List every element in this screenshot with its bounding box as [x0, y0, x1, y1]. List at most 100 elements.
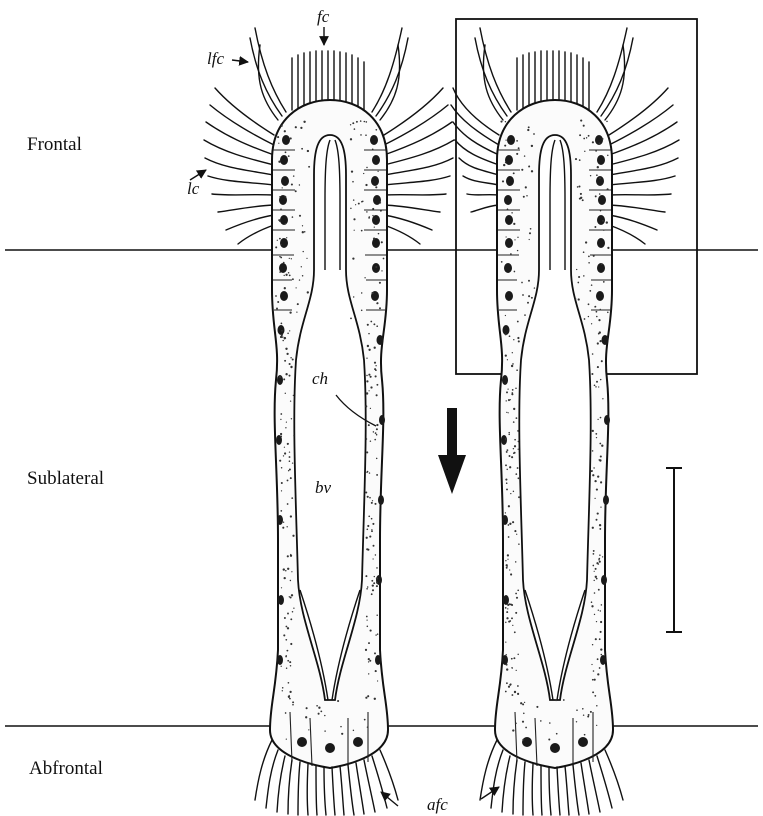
stipple-dot [506, 449, 508, 451]
stipple-dot [530, 228, 532, 230]
stipple-dot [601, 360, 603, 362]
stipple-dot [578, 185, 580, 187]
stipple-dot [599, 524, 601, 526]
stipple-dot [586, 137, 587, 138]
stipple-dot [286, 353, 288, 355]
stipple-dot [600, 631, 602, 633]
stipple-dot [301, 148, 303, 150]
stipple-dot [508, 434, 510, 436]
stipple-dot [288, 155, 290, 157]
stipple-dot [597, 166, 599, 168]
stipple-dot [289, 661, 291, 663]
stipple-dot [292, 611, 294, 613]
stipple-dot [293, 175, 294, 176]
stipple-dot [280, 413, 282, 415]
stipple-dot [595, 638, 597, 640]
filament-right [451, 28, 679, 815]
stipple-dot [367, 471, 369, 473]
stipple-dot [518, 477, 520, 479]
stipple-dot [596, 621, 597, 622]
stipple-dot [350, 208, 351, 209]
stipple-dot [368, 424, 370, 426]
stipple-dot [591, 470, 593, 472]
stipple-dot [297, 303, 299, 305]
stipple-dot [285, 274, 287, 276]
stipple-dot [517, 685, 519, 687]
stipple-dot [287, 660, 289, 662]
stipple-dot [521, 169, 523, 171]
stipple-dot [352, 122, 354, 124]
stipple-dot [293, 435, 294, 436]
stipple-dot [287, 443, 289, 445]
stipple-dot [599, 554, 601, 556]
stipple-dot [583, 251, 585, 253]
stipple-dot [514, 271, 516, 273]
stipple-dot [578, 298, 580, 300]
stipple-dot [374, 503, 376, 505]
stipple-dot [510, 493, 511, 494]
stipple-dot [299, 184, 300, 185]
stipple-dot [599, 142, 601, 144]
stipple-dot [371, 529, 372, 530]
stipple-dot [505, 607, 507, 609]
stipple-dot [376, 577, 378, 579]
stipple-dot [375, 554, 376, 555]
stipple-dot [369, 660, 371, 662]
stipple-dot [505, 512, 506, 513]
stipple-dot [303, 251, 304, 252]
stipple-dot [289, 330, 290, 331]
stipple-dot [350, 124, 351, 125]
stipple-dot [517, 467, 519, 469]
stipple-dot [368, 374, 370, 376]
stipple-dot [505, 464, 507, 466]
stipple-dot [277, 136, 279, 138]
stipple-dot [592, 691, 594, 693]
stipple-dot [589, 290, 591, 292]
stipple-dot [360, 120, 362, 122]
stipple-dot [597, 513, 599, 515]
stipple-dot [366, 358, 367, 359]
stipple-dot [602, 398, 603, 399]
stipple-dot [595, 576, 597, 578]
stipple-dot [597, 366, 599, 368]
stipple-dot [281, 125, 283, 127]
stipple-dot [607, 312, 609, 314]
stipple-dot [279, 256, 281, 258]
stipple-dot [506, 617, 508, 619]
stipple-dot [508, 412, 509, 413]
stipple-dot [278, 143, 279, 144]
stipple-dot [299, 279, 300, 280]
stipple-dot [365, 134, 367, 136]
stipple-dot [372, 558, 373, 559]
stipple-dot [289, 456, 291, 458]
stipple-dot [371, 518, 373, 520]
stipple-dot [366, 380, 368, 382]
stipple-dot [287, 333, 289, 335]
stipple-dot [292, 535, 294, 537]
stipple-dot [517, 430, 519, 432]
label-ch: ch [312, 369, 328, 388]
stipple-dot [374, 698, 376, 700]
stipple-dot [508, 524, 510, 526]
stipple-dot [283, 378, 285, 380]
stipple-dot [290, 366, 292, 368]
stipple-dot [514, 631, 516, 633]
stipple-dot [368, 661, 369, 662]
stipple-dot [289, 274, 291, 276]
stipple-dot [371, 292, 373, 294]
stipple-dot [592, 527, 594, 529]
stipple-dot [367, 626, 369, 628]
stipple-dot [505, 691, 507, 693]
stipple-dot [299, 215, 301, 217]
stipple-dot [371, 502, 373, 504]
stipple-dot [523, 196, 525, 198]
stipple-dot [352, 181, 354, 183]
stipple-dot [282, 687, 284, 689]
stipple-dot [517, 321, 519, 323]
stipple-dot [350, 318, 352, 320]
stipple-dot [351, 170, 353, 172]
stipple-dot [508, 399, 510, 401]
stipple-dot [512, 729, 514, 731]
stipple-dot [505, 139, 506, 140]
stipple-dot [376, 428, 378, 430]
